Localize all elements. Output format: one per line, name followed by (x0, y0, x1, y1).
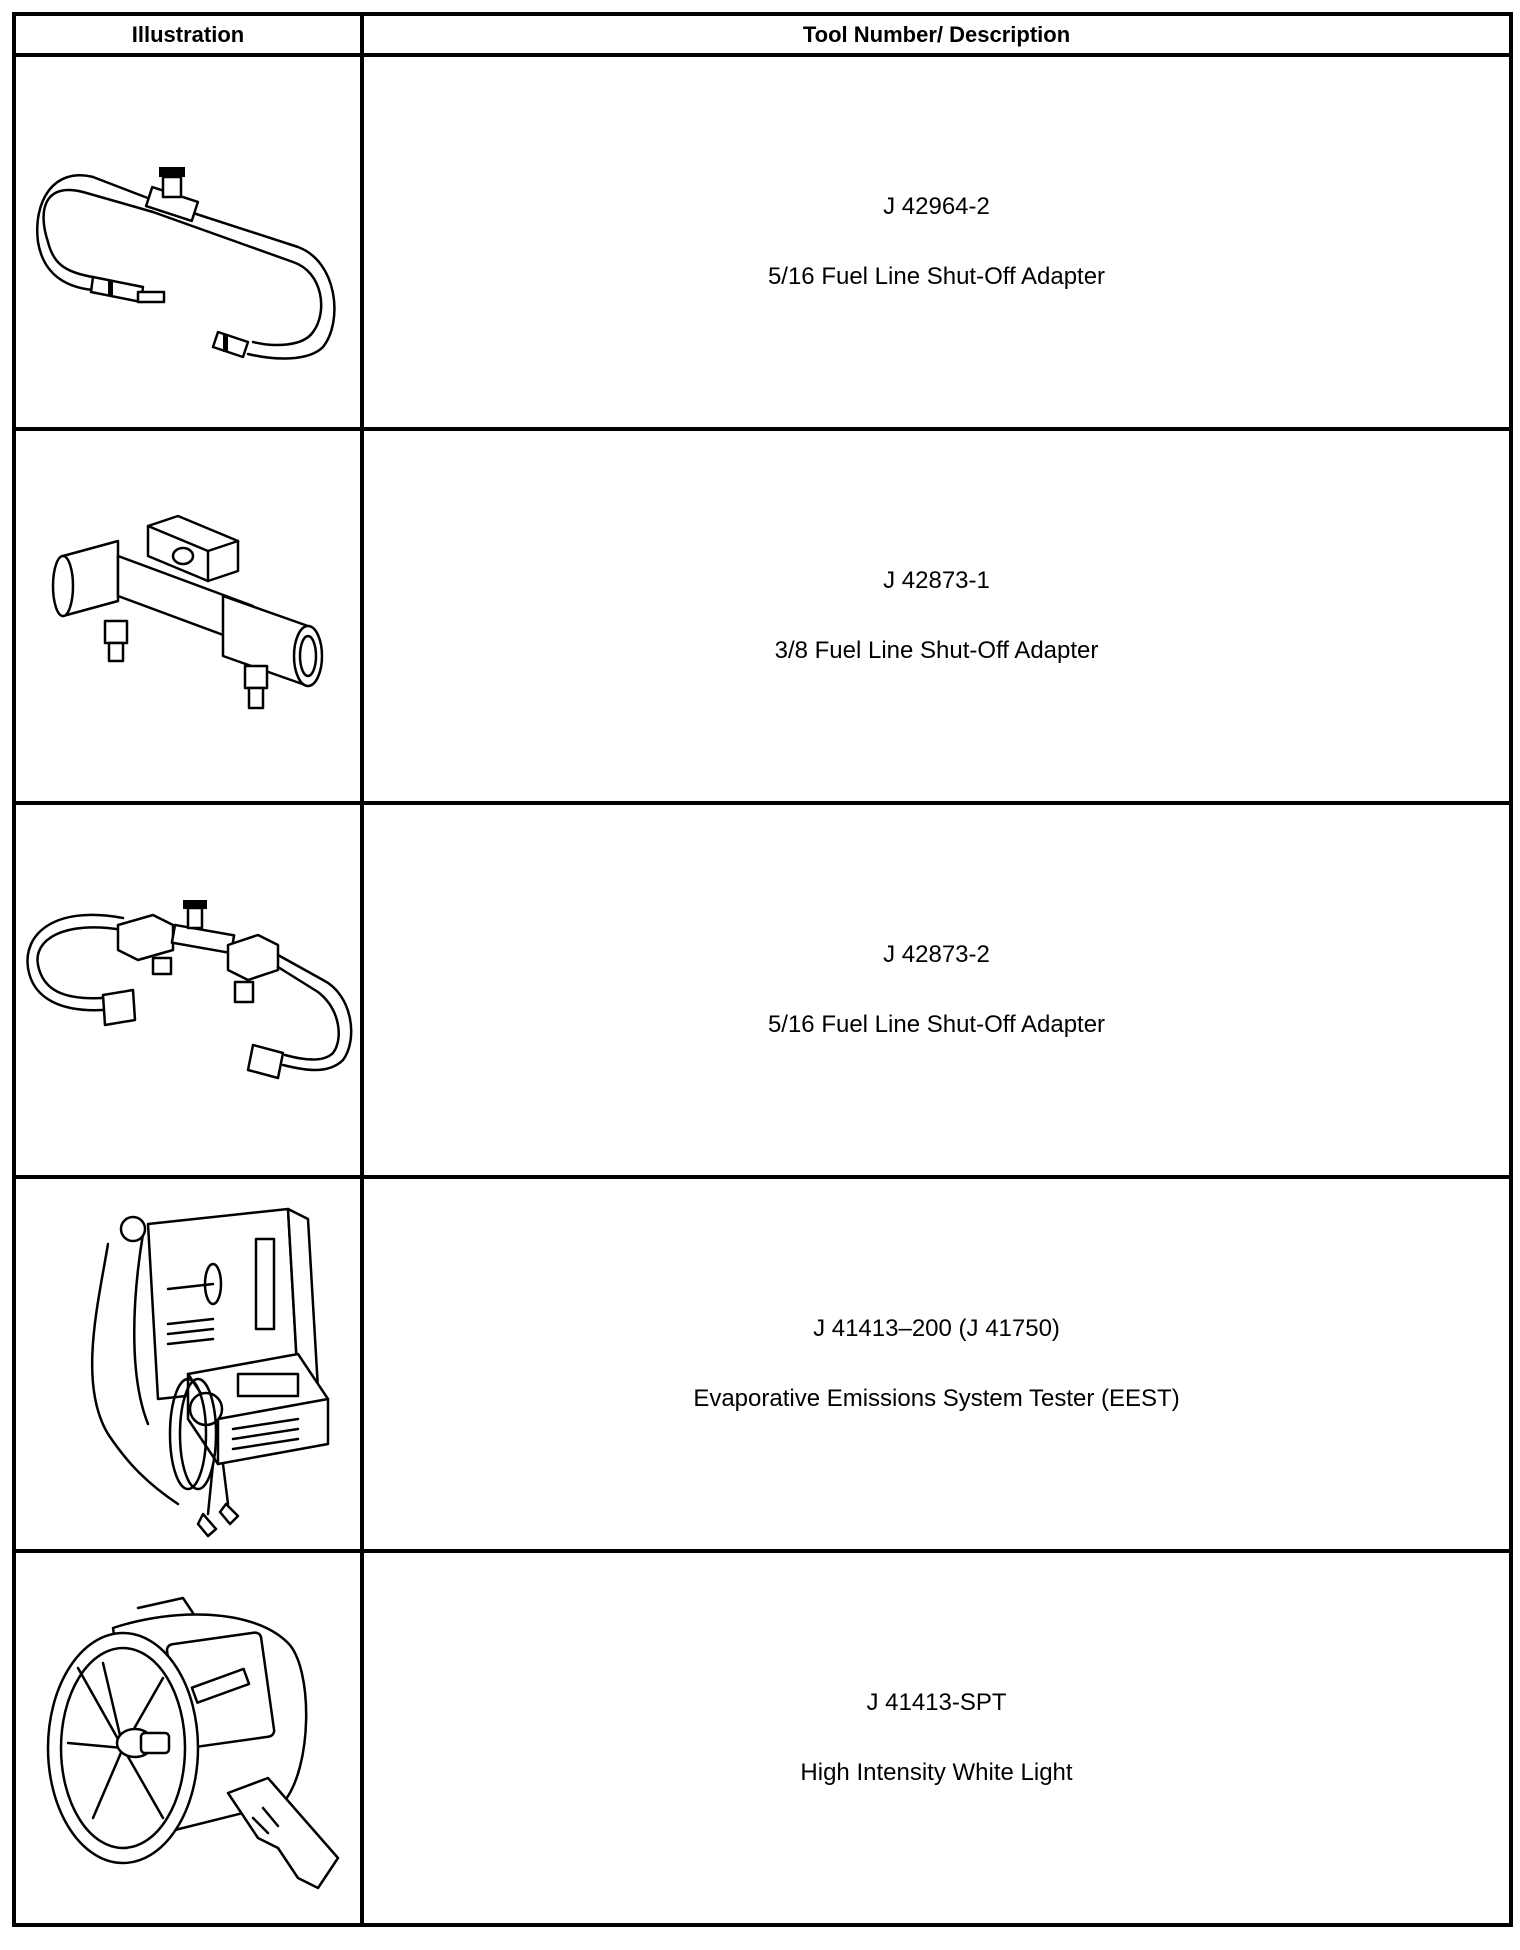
table-row: J 41413–200 (J 41750) Evaporative Emissi… (12, 1175, 1513, 1553)
fuel-line-adapter-icon (36, 167, 336, 360)
description-cell: J 41413-SPT High Intensity White Light (360, 1549, 1513, 1927)
fuel-line-adapter-icon (26, 900, 353, 1080)
tool-description: 5/16 Fuel Line Shut-Off Adapter (767, 263, 1106, 290)
description-cell: J 42873-1 3/8 Fuel Line Shut-Off Adapter (360, 427, 1513, 805)
header-row: Illustration Tool Number/ Description (12, 12, 1513, 57)
emissions-tester-icon (90, 1207, 330, 1538)
tool-description: Evaporative Emissions System Tester (EES… (693, 1385, 1180, 1412)
tool-number: J 42964-2 (883, 193, 990, 220)
table-row: J 42873-1 3/8 Fuel Line Shut-Off Adapter (12, 427, 1513, 805)
tool-description: 3/8 Fuel Line Shut-Off Adapter (774, 637, 1099, 664)
description-cell: J 42873-2 5/16 Fuel Line Shut-Off Adapte… (360, 801, 1513, 1179)
table-row: J 42964-2 5/16 Fuel Line Shut-Off Adapte… (12, 53, 1513, 431)
table-row: J 41413-SPT High Intensity White Light (12, 1549, 1513, 1927)
illustration-cell (12, 801, 364, 1179)
illustration-cell (12, 427, 364, 805)
tool-number: J 41413–200 (J 41750) (813, 1315, 1060, 1342)
tool-number: J 42873-2 (883, 941, 990, 968)
illustration-cell (12, 53, 364, 431)
tools-table: Illustration Tool Number/ Description (12, 12, 1513, 1927)
description-cell: J 41413–200 (J 41750) Evaporative Emissi… (360, 1175, 1513, 1553)
tool-description: High Intensity White Light (800, 1759, 1073, 1786)
illustration-cell (12, 1175, 364, 1553)
tool-description: 5/16 Fuel Line Shut-Off Adapter (767, 1011, 1106, 1038)
header-tool-description: Tool Number/ Description (360, 12, 1513, 57)
shut-off-valve-icon (51, 514, 324, 710)
description-cell: J 42964-2 5/16 Fuel Line Shut-Off Adapte… (360, 53, 1513, 431)
illustration-cell (12, 1549, 364, 1927)
spotlight-icon (46, 1596, 340, 1890)
tool-number: J 42873-1 (883, 567, 990, 594)
table-row: J 42873-2 5/16 Fuel Line Shut-Off Adapte… (12, 801, 1513, 1179)
tool-number: J 41413-SPT (866, 1689, 1007, 1716)
header-illustration: Illustration (12, 12, 364, 57)
